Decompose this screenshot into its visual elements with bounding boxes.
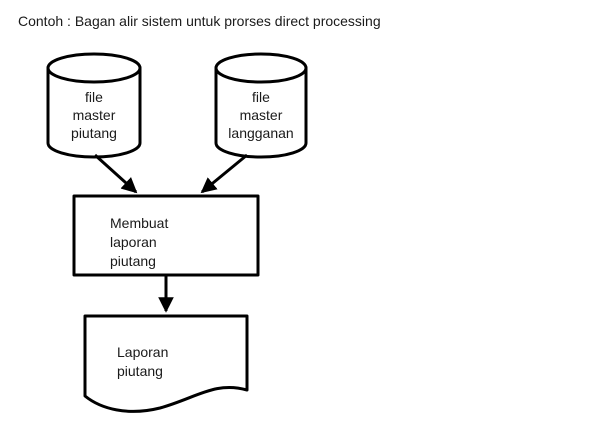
node-file-master-piutang[interactable]: file master piutang bbox=[46, 52, 142, 159]
diagram-title: Contoh : Bagan alir sistem untuk prorses… bbox=[18, 13, 381, 29]
edge-langganan-to-process bbox=[200, 153, 248, 194]
process-box bbox=[72, 194, 260, 277]
node-label-line1: Membuat bbox=[110, 215, 168, 231]
node-laporan-piutang[interactable]: Laporan piutang bbox=[83, 314, 249, 413]
node-label-line3: piutang bbox=[71, 125, 117, 141]
node-membuat-laporan-piutang[interactable]: Membuat laporan piutang bbox=[72, 194, 260, 277]
cylinder-top-piutang bbox=[46, 52, 142, 84]
edge-piutang-to-process bbox=[93, 153, 138, 194]
node-label-line3: piutang bbox=[110, 253, 156, 269]
node-file-master-langganan[interactable]: file master langganan bbox=[214, 52, 308, 159]
node-label-line1: file bbox=[252, 89, 270, 105]
node-label-line2: master bbox=[73, 107, 116, 123]
cylinder-top-langganan bbox=[214, 52, 308, 84]
document-shape bbox=[83, 314, 249, 413]
cylinder-body-langganan bbox=[214, 66, 308, 159]
node-label-line2: laporan bbox=[110, 234, 157, 250]
node-label-line2: piutang bbox=[117, 363, 163, 379]
node-label-line1: file bbox=[85, 89, 103, 105]
node-label-line3: langganan bbox=[228, 125, 293, 141]
node-label-line1: Laporan bbox=[117, 344, 168, 360]
node-label-line2: master bbox=[240, 107, 283, 123]
